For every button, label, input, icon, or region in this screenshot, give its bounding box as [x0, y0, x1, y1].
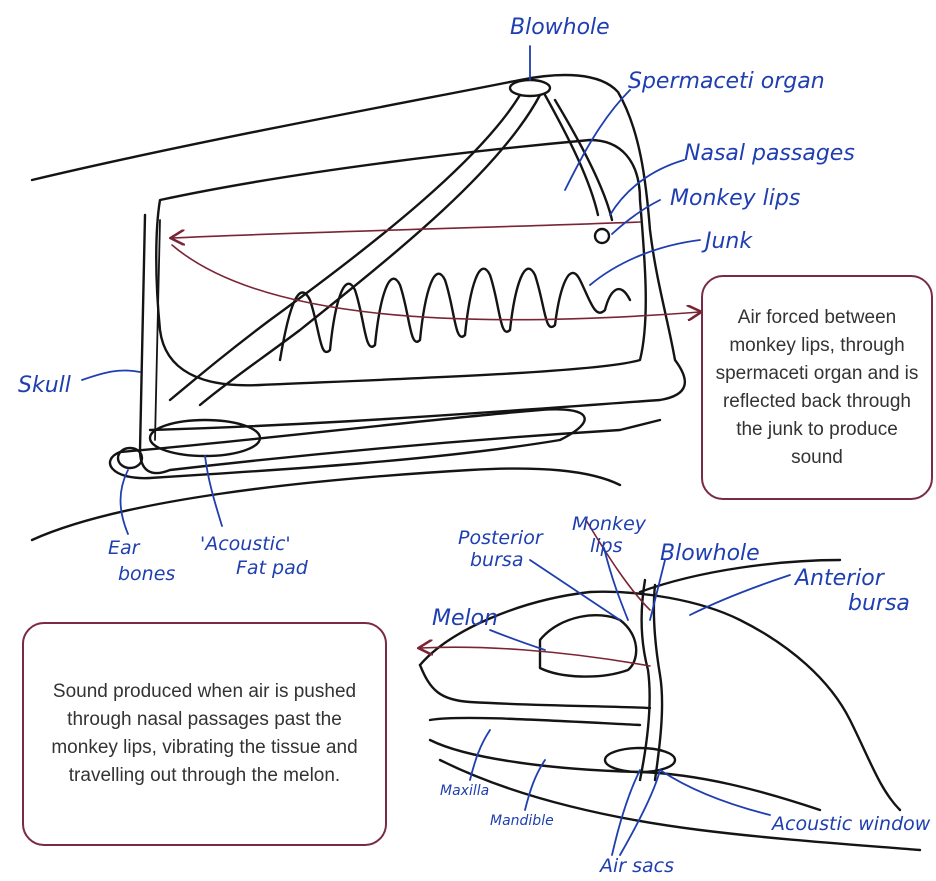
label-mandible: Mandible — [490, 813, 554, 829]
right-nasal-passage — [545, 95, 598, 215]
dolphin-melon-shape — [540, 615, 636, 676]
label-ear-bones-2: bones — [118, 563, 175, 585]
label-spermaceti-organ: Spermaceti organ — [628, 69, 825, 94]
label-junk: Junk — [701, 229, 753, 254]
dolphin-leader-lines — [470, 548, 790, 855]
dolphin-mandible — [430, 740, 820, 810]
label-acoustic-window: Acoustic window — [770, 813, 931, 835]
dolphin-note-text: Sound produced when air is pushed throug… — [46, 678, 363, 790]
junk-septa — [280, 269, 630, 360]
label-maxilla: Maxilla — [440, 783, 489, 799]
dolphin-labels: Posterior bursa Monkey lips Blowhole Ant… — [432, 513, 931, 877]
label-acoustic-fat-pad-2: Fat pad — [236, 557, 309, 579]
label-anterior-bursa-1: Anterior — [793, 566, 886, 591]
label-monkey-lips-2: lips — [590, 535, 623, 557]
sound-path-return — [172, 245, 700, 320]
skull-outline — [140, 215, 660, 473]
label-monkey-lips: Monkey lips — [670, 186, 800, 211]
label-ear-bones-1: Ear — [108, 537, 141, 559]
dolphin-jaw-outer — [440, 760, 920, 850]
dolphin-sound-path — [420, 647, 650, 666]
label-nasal-passages: Nasal passages — [684, 141, 855, 166]
label-posterior-bursa-2: bursa — [470, 549, 523, 571]
sperm-whale-note-text: Air forced between monkey lips, through … — [713, 304, 921, 472]
dolphin-acoustic-window-shape — [605, 748, 675, 772]
dolphin-explanation-note: Sound produced when air is pushed throug… — [22, 622, 387, 846]
left-nasal-passage-inner — [200, 95, 540, 405]
monkey-lips-shape — [595, 229, 609, 243]
left-nasal-passage — [170, 95, 520, 400]
acoustic-fat-pad-shape — [150, 420, 260, 456]
label-monkey-lips-1: Monkey — [572, 513, 647, 535]
sound-path-arrow — [172, 222, 640, 238]
label-anterior-bursa-2: bursa — [848, 591, 910, 616]
label-melon: Melon — [432, 606, 498, 631]
label-air-sacs: Air sacs — [598, 855, 674, 877]
dolphin-maxilla — [430, 718, 640, 725]
sperm-whale-explanation-note: Air forced between monkey lips, through … — [701, 275, 933, 500]
label-skull: Skull — [18, 373, 71, 398]
sperm-whale-head-drawing — [32, 75, 700, 540]
right-nasal-passage-inner — [555, 100, 612, 220]
label-blowhole: Blowhole — [510, 15, 610, 40]
dolphin-nasal-passage — [640, 580, 650, 780]
label-blowhole-dolphin: Blowhole — [660, 541, 760, 566]
dolphin-beak-upper — [420, 665, 650, 708]
label-posterior-bursa-1: Posterior — [458, 527, 544, 549]
blowhole-opening — [510, 80, 550, 96]
label-acoustic-fat-pad-1: 'Acoustic' — [200, 533, 291, 555]
